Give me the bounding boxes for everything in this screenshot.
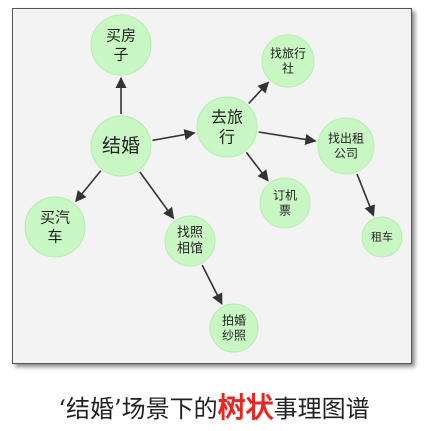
node-circle-qulvxing (196, 96, 258, 158)
node-label-maifangzi-0: 买房 (106, 27, 136, 45)
event-tree-diagram: 结婚买房子买汽车找照相馆拍婚纱照去旅行找旅行社订机票找出租公司租车 (24, 14, 403, 353)
node-label-zhaozhaoxiangguan-0: 找照 (177, 225, 203, 240)
edge-zhaochuzugongsi-to-zuche (356, 173, 375, 217)
caption-suffix: 事理图谱 (273, 395, 370, 423)
caption-prefix: ‘结婚’场景下的 (58, 395, 218, 423)
node-circle-zhaolvxingshe (261, 34, 315, 88)
diagram-caption: ‘结婚’场景下的树状事理图谱 (0, 386, 428, 426)
node-label-zhaolvxingshe-0: 找旅行 (270, 47, 306, 61)
node-dingjipiao: 订机票 (259, 177, 311, 229)
node-circle-jiehun (90, 115, 152, 177)
node-label-zuche-0: 租车 (371, 230, 393, 244)
edge-qulvxing-to-dingjipiao (245, 151, 269, 182)
node-circle-maiqiche (24, 196, 86, 258)
node-maiqiche: 买汽车 (24, 196, 86, 258)
node-label-paihunshazhao-0: 拍婚 (222, 313, 246, 328)
node-zuche: 租车 (361, 216, 403, 258)
node-label-zhaozhaoxiangguan-1: 相馆 (177, 242, 203, 257)
node-label-zhaochuzugongsi-1: 公司 (334, 147, 358, 161)
node-circle-zuche (361, 216, 403, 258)
node-maifangzi: 买房子 (90, 14, 152, 76)
node-circle-paihunshazhao (209, 303, 259, 353)
node-label-maiqiche-0: 买汽 (40, 209, 70, 227)
node-jiehun: 结婚 (90, 115, 152, 177)
node-circle-zhaochuzugongsi (317, 117, 375, 175)
node-circle-dingjipiao (259, 177, 311, 229)
node-qulvxing: 去旅行 (196, 96, 258, 158)
node-label-jiehun-0: 结婚 (102, 135, 140, 157)
nodes: 结婚买房子买汽车找照相馆拍婚纱照去旅行找旅行社订机票找出租公司租车 (24, 14, 403, 353)
edge-zhaozhaoxiangguan-to-paihunshazhao (201, 264, 223, 305)
edge-jiehun-to-qulvxing (152, 129, 196, 142)
edge-qulvxing-to-zhaochuzugongsi (258, 131, 317, 146)
node-label-zhaochuzugongsi-0: 找出租 (328, 132, 364, 146)
node-circle-zhaozhaoxiangguan (164, 215, 216, 267)
node-label-dingjipiao-1: 票 (279, 204, 291, 218)
node-label-maiqiche-1: 车 (47, 227, 62, 245)
edge-qulvxing-to-zhaolvxingshe (248, 81, 270, 105)
node-label-paihunshazhao-1: 纱照 (222, 329, 246, 343)
caption-highlight: 树状 (217, 391, 274, 424)
node-label-zhaolvxingshe-1: 社 (282, 61, 294, 76)
node-circle-maifangzi (90, 14, 152, 76)
node-label-dingjipiao-0: 订机 (273, 189, 297, 203)
edge-jiehun-to-zhaozhaoxiangguan (139, 171, 175, 220)
node-label-qulvxing-0: 去旅 (211, 108, 243, 127)
edge-jiehun-to-maiqiche (75, 170, 102, 203)
edges (75, 76, 375, 305)
node-label-maifangzi-1: 子 (113, 45, 128, 63)
node-label-qulvxing-1: 行 (219, 128, 235, 147)
diagram-frame (12, 8, 412, 364)
